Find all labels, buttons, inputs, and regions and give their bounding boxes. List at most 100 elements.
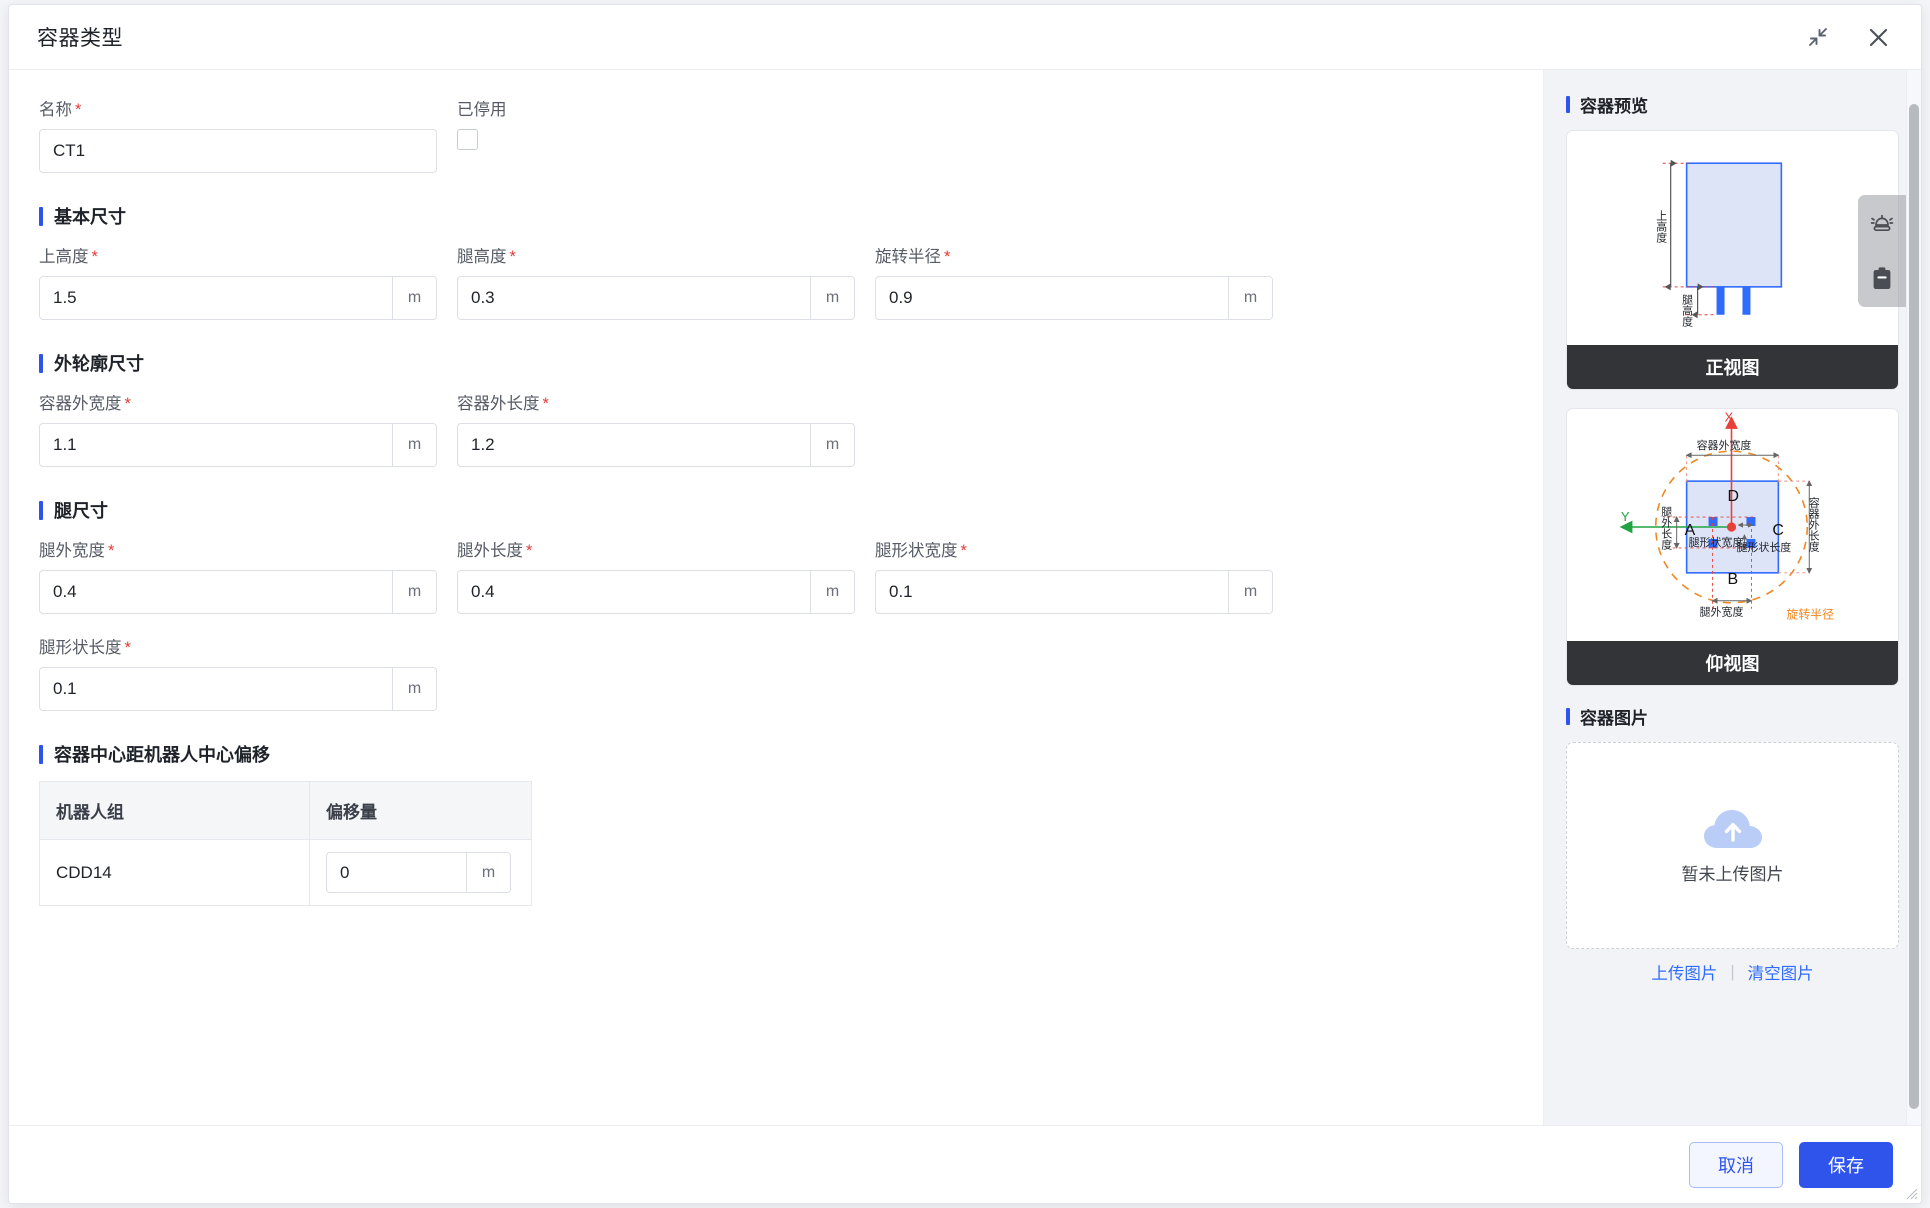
turn-radius-unit: m <box>1228 277 1272 319</box>
leg-out-width-label: 腿外宽度* <box>39 537 437 561</box>
required-mark: * <box>944 248 951 266</box>
field-leg-height: 腿高度* m <box>457 243 855 320</box>
leg-height-unit: m <box>810 277 854 319</box>
leg-height-input-wrap: m <box>457 276 855 320</box>
resize-grip-icon[interactable] <box>1906 1188 1918 1200</box>
leg-shape-length-input[interactable] <box>40 668 392 710</box>
outer-length-label: 容器外长度* <box>457 390 855 414</box>
cell-offset: m <box>310 840 532 906</box>
outer-width-label-text: 容器外宽度 <box>39 395 122 413</box>
bottom-view-diagram: A B C D X Y 容器外宽度 腿外宽度 腿形状宽度 腿形状长度 旋转半径 <box>1619 409 1834 622</box>
field-outer-length: 容器外长度* m <box>457 390 855 467</box>
field-name: 名称* <box>39 96 437 173</box>
required-mark: * <box>960 542 967 560</box>
field-top-height: 上高度* m <box>39 243 437 320</box>
clipboard-icon[interactable] <box>1863 259 1901 297</box>
offset-table: 机器人组 偏移量 CDD14 m <box>39 781 532 906</box>
required-mark: * <box>108 542 115 560</box>
close-icon[interactable] <box>1861 20 1895 54</box>
disabled-checkbox[interactable] <box>457 129 478 150</box>
name-input[interactable] <box>39 129 437 173</box>
upload-image-link[interactable]: 上传图片 <box>1651 965 1718 983</box>
leg-shape-length-input-wrap: m <box>39 667 437 711</box>
turn-radius-label: 旋转半径* <box>875 243 1273 267</box>
outer-length-unit: m <box>810 424 854 466</box>
image-upload-dropzone[interactable]: 暂未上传图片 <box>1566 742 1899 949</box>
action-separator: | <box>1730 962 1735 981</box>
outline-row: 容器外宽度* m 容器外长度* m <box>39 390 1513 467</box>
offset-input[interactable] <box>327 853 466 892</box>
leg-out-width-label-text: 腿外宽度 <box>39 542 105 560</box>
leg-shape-length-unit: m <box>392 668 436 710</box>
section-accent-bar <box>1566 96 1570 113</box>
form-pane: 名称* 已停用 基本尺寸 上高度* <box>9 70 1543 1125</box>
leg-out-length-unit: m <box>810 571 854 613</box>
leg-row-1: 腿外宽度* m 腿外长度* m <box>39 537 1513 614</box>
offset-table-header-row: 机器人组 偏移量 <box>39 781 532 840</box>
name-label-text: 名称 <box>39 101 72 119</box>
section-header-basic: 基本尺寸 <box>39 203 1513 229</box>
bottom-view-axis-x-label: X <box>1725 409 1734 424</box>
top-height-input[interactable] <box>40 277 392 319</box>
bottom-view-leg-shape-length-label: 腿形状长度 <box>1736 540 1791 554</box>
leg-shape-width-input[interactable] <box>876 571 1228 613</box>
front-view-leg-height-label: 腿高度 <box>1681 293 1693 327</box>
front-view-canvas: 上高度 腿高度 <box>1567 131 1898 345</box>
outer-width-input-wrap: m <box>39 423 437 467</box>
leg-out-width-unit: m <box>392 571 436 613</box>
offset-input-wrap: m <box>326 852 511 893</box>
outer-length-input[interactable] <box>458 424 810 466</box>
offset-table-head: 机器人组 偏移量 <box>39 781 532 840</box>
top-height-input-wrap: m <box>39 276 437 320</box>
bottom-view-card: A B C D X Y 容器外宽度 腿外宽度 腿形状宽度 腿形状长度 旋转半径 <box>1566 408 1899 686</box>
required-mark: * <box>542 395 549 413</box>
section-accent-bar <box>1566 708 1570 725</box>
preview-pane: 容器预览 <box>1543 70 1921 1125</box>
offset-table-body: CDD14 m <box>39 839 532 906</box>
collapse-icon[interactable] <box>1801 20 1835 54</box>
section-title-outline: 外轮廓尺寸 <box>54 354 144 374</box>
save-button[interactable]: 保存 <box>1799 1141 1893 1188</box>
turn-radius-label-text: 旋转半径 <box>875 248 941 266</box>
offset-unit: m <box>466 853 510 892</box>
leg-out-length-input[interactable] <box>458 571 810 613</box>
bottom-view-turn-radius-label: 旋转半径 <box>1786 607 1834 622</box>
cell-robot-group: CDD14 <box>39 839 310 906</box>
cancel-button[interactable]: 取消 <box>1689 1141 1783 1188</box>
required-mark: * <box>124 639 131 657</box>
front-view-card: 上高度 腿高度 正视图 <box>1566 130 1899 390</box>
clear-image-link[interactable]: 清空图片 <box>1747 965 1814 983</box>
leg-out-width-input[interactable] <box>40 571 392 613</box>
page-title: 容器类型 <box>37 27 123 50</box>
image-section-header: 容器图片 <box>1566 704 1899 729</box>
bottom-view-canvas: A B C D X Y 容器外宽度 腿外宽度 腿形状宽度 腿形状长度 旋转半径 <box>1567 409 1898 641</box>
section-accent-bar <box>39 353 43 373</box>
leg-out-width-input-wrap: m <box>39 570 437 614</box>
front-view-top-height-label: 上高度 <box>1655 210 1667 244</box>
required-mark: * <box>75 101 82 119</box>
bottom-view-caption: 仰视图 <box>1567 641 1898 685</box>
basic-row: 上高度* m 腿高度* m <box>39 243 1513 320</box>
scrollbar-thumb[interactable] <box>1909 104 1919 1109</box>
outer-length-input-wrap: m <box>457 423 855 467</box>
leg-shape-width-label: 腿形状宽度* <box>875 537 1273 561</box>
field-leg-out-width: 腿外宽度* m <box>39 537 437 614</box>
leg-height-input[interactable] <box>458 277 810 319</box>
leg-height-label-text: 腿高度 <box>457 248 507 266</box>
turn-radius-input[interactable] <box>876 277 1228 319</box>
preview-header: 容器预览 <box>1566 92 1899 117</box>
table-row: CDD14 m <box>39 839 532 906</box>
outer-width-input[interactable] <box>40 424 392 466</box>
image-empty-text: 暂未上传图片 <box>1681 865 1784 884</box>
bottom-view-leg-out-width-label: 腿外宽度 <box>1700 605 1744 619</box>
alarm-icon[interactable] <box>1863 205 1901 243</box>
top-height-label: 上高度* <box>39 243 437 267</box>
bottom-view-corner-d: D <box>1728 488 1740 505</box>
section-header-leg: 腿尺寸 <box>39 497 1513 523</box>
required-mark: * <box>509 248 516 266</box>
field-leg-shape-width: 腿形状宽度* m <box>875 537 1273 614</box>
top-height-label-text: 上高度 <box>39 248 89 266</box>
content-scrollbar[interactable] <box>1906 70 1921 1125</box>
field-outer-width: 容器外宽度* m <box>39 390 437 467</box>
cloud-upload-icon <box>1703 810 1762 848</box>
